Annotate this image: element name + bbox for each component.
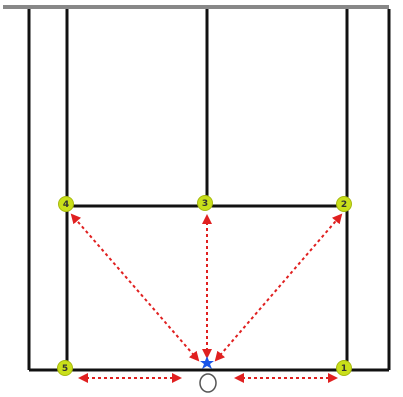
cone-2: 2 bbox=[336, 196, 352, 212]
tennis-ball-cone-icon bbox=[336, 196, 352, 212]
cone-3: 3 bbox=[197, 195, 213, 211]
tennis-ball-cone-icon bbox=[58, 196, 74, 212]
cone-label: 3 bbox=[202, 199, 208, 209]
net bbox=[3, 5, 389, 9]
movement-arrows bbox=[70, 213, 343, 383]
tennis-ball-cone-icon bbox=[57, 360, 73, 376]
cone-1: 1 bbox=[336, 360, 352, 376]
cone-label: 1 bbox=[341, 364, 347, 374]
cone-label: 4 bbox=[63, 200, 69, 210]
cone-label: 5 bbox=[62, 364, 68, 374]
tennis-ball-cone-icon bbox=[336, 360, 352, 376]
tennis-ball-cone-icon bbox=[197, 195, 213, 211]
cone-4: 4 bbox=[58, 196, 74, 212]
player-ring-icon bbox=[199, 373, 217, 393]
cone-5: 5 bbox=[57, 360, 73, 376]
court-lines bbox=[27, 9, 391, 372]
cone-label: 2 bbox=[341, 200, 347, 210]
arrow-to-cone-4 bbox=[70, 213, 200, 362]
arrow-to-cone-2 bbox=[214, 213, 343, 362]
blue-star-icon bbox=[200, 356, 214, 369]
